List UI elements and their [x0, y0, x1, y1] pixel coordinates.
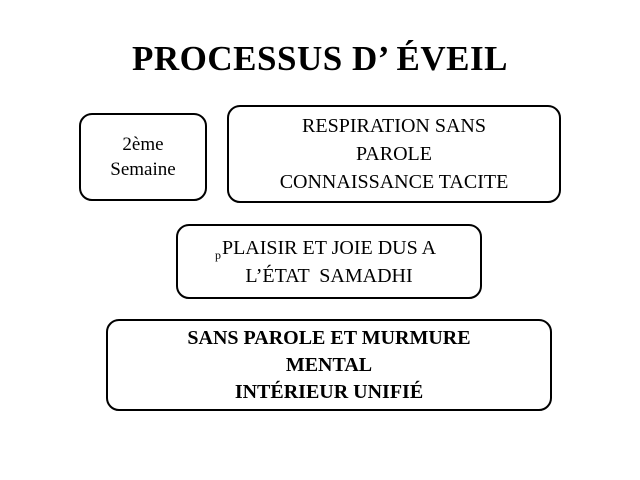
- box-murmure-line-3: INTÉRIEUR UNIFIÉ: [234, 380, 424, 403]
- box-plaisir[interactable]: PLAISIR ET JOIE DUS A L’ÉTAT SAMADHI: [176, 224, 482, 299]
- box-respiration[interactable]: RESPIRATION SANS PAROLE CONNAISSANCE TAC…: [227, 105, 561, 203]
- box-respiration-line-2: PAROLE: [356, 143, 432, 165]
- box-murmure-line-1: SANS PAROLE ET MURMURE: [187, 326, 471, 349]
- box-week-line-1: 2ème: [122, 134, 164, 155]
- box-week[interactable]: 2ème Semaine: [79, 113, 207, 201]
- box-respiration-line-1: RESPIRATION SANS: [302, 115, 486, 137]
- box-murmure[interactable]: SANS PAROLE ET MURMURE MENTAL INTÉRIEUR …: [106, 319, 552, 411]
- stray-glyph-artifact: p: [215, 248, 221, 262]
- box-respiration-line-3: CONNAISSANCE TACITE: [279, 171, 509, 193]
- box-week-line-2: Semaine: [110, 159, 176, 180]
- box-murmure-line-2: MENTAL: [285, 353, 373, 376]
- box-plaisir-line-2: L’ÉTAT SAMADHI: [245, 264, 413, 287]
- page-title: PROCESSUS D’ ÉVEIL: [132, 39, 508, 78]
- box-plaisir-line-1: PLAISIR ET JOIE DUS A: [221, 236, 437, 259]
